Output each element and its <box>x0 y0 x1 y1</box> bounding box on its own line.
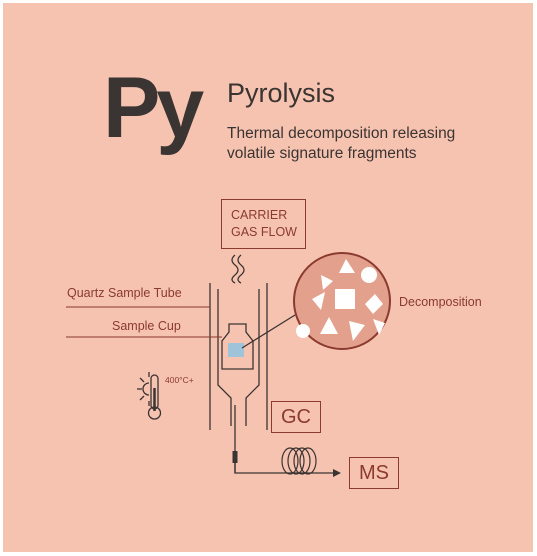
fragment-triangle <box>320 317 338 334</box>
heat-icon <box>137 372 150 406</box>
fragment-square <box>335 289 355 309</box>
sample-material <box>228 343 244 357</box>
carrier-gas-label-line1: CARRIER <box>231 208 288 222</box>
page-title: Pyrolysis <box>227 78 336 108</box>
thermometer-icon <box>147 374 162 420</box>
fragment-diamond <box>365 294 383 314</box>
quartz-tube-label: Quartz Sample Tube <box>67 286 182 300</box>
gc-box: GC <box>271 401 321 433</box>
leader-lines <box>66 306 222 338</box>
fragment-circle <box>296 324 310 338</box>
sample-cup-label: Sample Cup <box>112 319 181 333</box>
temperature-label: 400°C+ <box>165 375 194 385</box>
page-subtitle: Thermal decomposition releasing volatile… <box>227 125 456 163</box>
pyrolysis-diagram <box>66 252 391 477</box>
fragment-triangle <box>312 292 325 310</box>
fragment-triangle <box>339 259 355 273</box>
carrier-gas-label-line2: GAS FLOW <box>231 224 297 239</box>
flow-line <box>234 463 333 474</box>
decomposition-magnifier <box>293 252 391 350</box>
decomposition-label: Decomposition <box>399 295 482 309</box>
ms-box: MS <box>349 457 399 489</box>
gas-flow-icon <box>231 254 245 284</box>
fragment-triangle <box>321 275 333 290</box>
fragment-triangle <box>373 319 385 335</box>
fragment-triangle <box>349 321 365 341</box>
sample-cup <box>221 323 254 370</box>
arrow-head-icon <box>333 469 341 477</box>
connector-block <box>232 451 238 463</box>
fragment-circle <box>361 267 377 283</box>
pyrolysis-card: Py Pyrolysis Thermal decomposition relea… <box>3 3 533 552</box>
magnifier-pointer <box>241 314 296 349</box>
carrier-gas-box: CARRIER GAS FLOW <box>221 199 306 249</box>
pyrolysis-symbol: Py <box>103 60 204 156</box>
coil-icon <box>281 447 317 475</box>
